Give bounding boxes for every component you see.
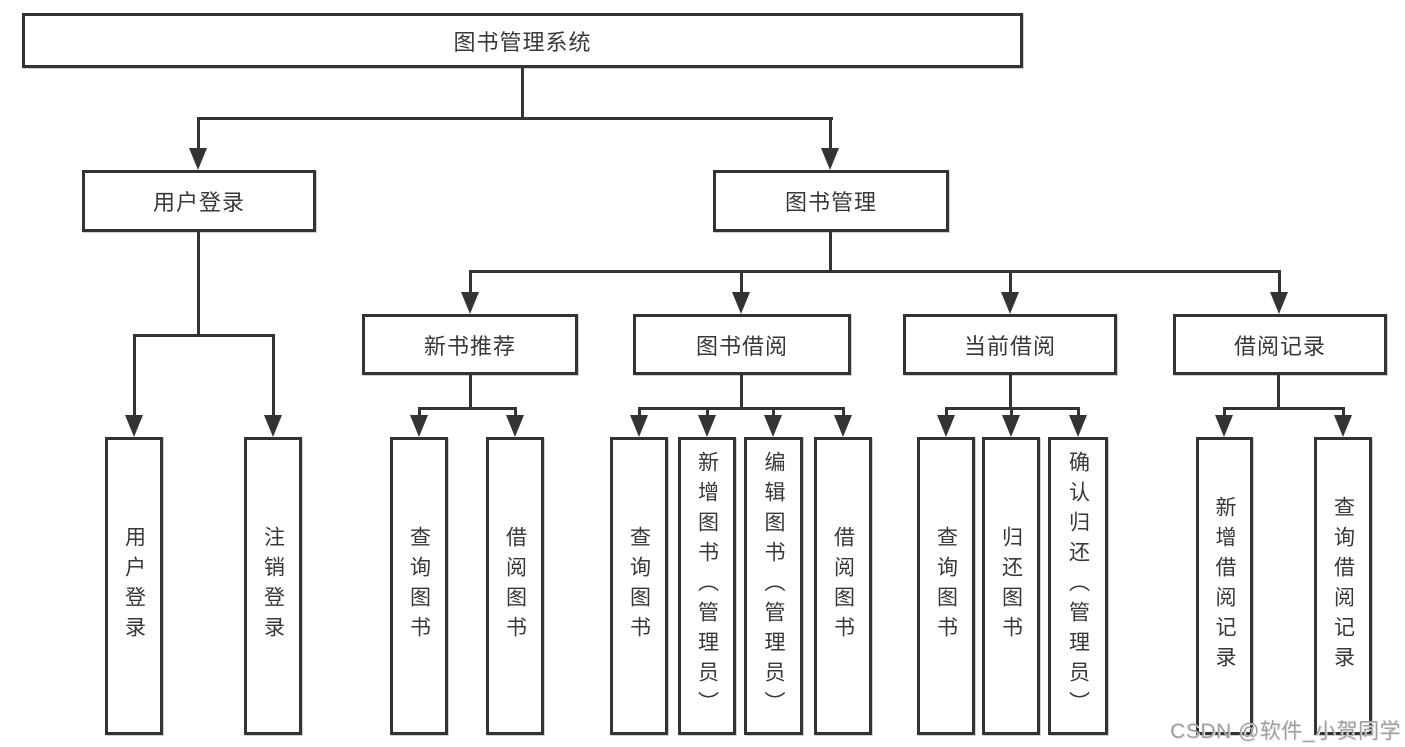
connector-records-rail <box>1223 407 1344 410</box>
connector-to-new-books <box>469 270 472 294</box>
arrow-down-icon <box>937 415 955 437</box>
connector-to-leaf <box>945 407 948 416</box>
arrow-down-icon <box>821 148 839 170</box>
leaf-query-books-newbooks: 查询图书 <box>390 437 448 735</box>
connector-to-leaf <box>1342 407 1345 416</box>
leaf-label: 注销登录 <box>261 526 285 646</box>
arrow-down-icon <box>834 415 852 437</box>
connector-to-leaf <box>272 334 275 415</box>
arrow-down-icon <box>1270 292 1288 314</box>
leaf-label: 查询图书 <box>627 526 651 646</box>
connector-level3-rail <box>469 270 1281 273</box>
leaf-label: 借阅图书 <box>503 526 527 646</box>
connector-to-borrowing <box>740 270 743 294</box>
leaf-label: 用户登录 <box>122 526 146 646</box>
leaf-query-books-current: 查询图书 <box>917 437 975 735</box>
connector-to-leaf <box>772 407 775 416</box>
leaf-logout: 注销登录 <box>244 437 302 735</box>
arrow-down-icon <box>264 415 282 437</box>
arrow-down-icon <box>1002 415 1020 437</box>
leaf-query-books-borrowing: 查询图书 <box>610 437 668 735</box>
node-label: 用户登录 <box>152 190 245 215</box>
connector-to-user-login <box>197 117 200 150</box>
connector-book-mgmt-stem <box>829 232 832 272</box>
node-borrowing-records: 借阅记录 <box>1173 314 1387 375</box>
connector-to-leaf <box>706 407 709 416</box>
connector-root-stem <box>521 68 524 119</box>
node-user-login: 用户登录 <box>82 170 316 232</box>
arrow-down-icon <box>764 415 782 437</box>
leaf-label: 确认归还（管理员） <box>1066 451 1090 721</box>
connector-new-books-rail <box>418 407 517 410</box>
arrow-down-icon <box>698 415 716 437</box>
connector-records-stem <box>1277 375 1280 409</box>
connector-current-stem <box>1009 375 1012 409</box>
leaf-label: 查询借阅记录 <box>1331 496 1355 676</box>
arrow-down-icon <box>410 415 428 437</box>
node-book-borrowing: 图书借阅 <box>633 314 851 375</box>
csdn-watermark: CSDN @软件_小贺同学 <box>1170 720 1401 743</box>
arrow-down-icon <box>1334 415 1352 437</box>
connector-to-leaf <box>514 407 517 416</box>
arrow-down-icon <box>189 148 207 170</box>
connector-to-leaf <box>1077 407 1080 416</box>
leaf-label: 查询图书 <box>934 526 958 646</box>
arrow-down-icon <box>125 415 143 437</box>
leaf-label: 新增图书（管理员） <box>695 451 719 721</box>
leaf-borrow-books-newbooks: 借阅图书 <box>486 437 544 735</box>
connector-borrowing-rail <box>638 407 844 410</box>
leaf-label: 借阅图书 <box>831 526 855 646</box>
connector-user-login-stem <box>197 232 200 337</box>
arrow-down-icon <box>732 292 750 314</box>
arrow-down-icon <box>1215 415 1233 437</box>
connector-to-records <box>1278 270 1281 294</box>
leaf-query-borrow-record: 查询借阅记录 <box>1314 437 1372 735</box>
leaf-borrow-books-borrowing: 借阅图书 <box>814 437 872 735</box>
connector-root-rail <box>197 117 833 120</box>
leaf-user-login: 用户登录 <box>105 437 163 735</box>
leaf-label: 归还图书 <box>999 526 1023 646</box>
connector-to-leaf <box>1223 407 1226 416</box>
connector-to-leaf <box>842 407 845 416</box>
leaf-add-borrow-record: 新增借阅记录 <box>1196 437 1253 735</box>
node-label: 当前借阅 <box>963 333 1056 359</box>
node-label: 图书管理 <box>784 190 877 215</box>
leaf-add-books-admin: 新增图书（管理员） <box>678 437 736 735</box>
node-library-management-system: 图书管理系统 <box>22 13 1023 68</box>
node-new-book-recommend: 新书推荐 <box>362 314 578 375</box>
leaf-confirm-return-admin: 确认归还（管理员） <box>1048 437 1108 735</box>
arrow-down-icon <box>1069 415 1087 437</box>
arrow-down-icon <box>461 292 479 314</box>
node-label: 图书管理系统 <box>453 29 592 55</box>
leaf-label: 新增借阅记录 <box>1213 496 1236 676</box>
connector-to-leaf <box>133 334 136 415</box>
node-current-borrowing: 当前借阅 <box>903 314 1117 375</box>
leaf-label: 编辑图书（管理员） <box>762 451 785 721</box>
leaf-edit-books-admin: 编辑图书（管理员） <box>744 437 803 735</box>
node-book-management: 图书管理 <box>713 170 949 232</box>
connector-to-current <box>1009 270 1012 294</box>
connector-borrowing-stem <box>740 375 743 409</box>
leaf-return-books: 归还图书 <box>982 437 1040 735</box>
arrow-down-icon <box>1001 292 1019 314</box>
connector-user-login-rail <box>133 334 275 337</box>
arrow-down-icon <box>630 415 648 437</box>
connector-new-books-stem <box>469 375 472 409</box>
connector-to-leaf <box>418 407 421 416</box>
connector-to-leaf <box>638 407 641 416</box>
connector-to-leaf <box>1010 407 1013 416</box>
node-label: 图书借阅 <box>695 333 788 359</box>
node-label: 借阅记录 <box>1233 333 1326 359</box>
arrow-down-icon <box>506 415 524 437</box>
leaf-label: 查询图书 <box>407 526 431 646</box>
node-label: 新书推荐 <box>423 333 516 359</box>
connector-to-book-mgmt <box>829 117 832 150</box>
